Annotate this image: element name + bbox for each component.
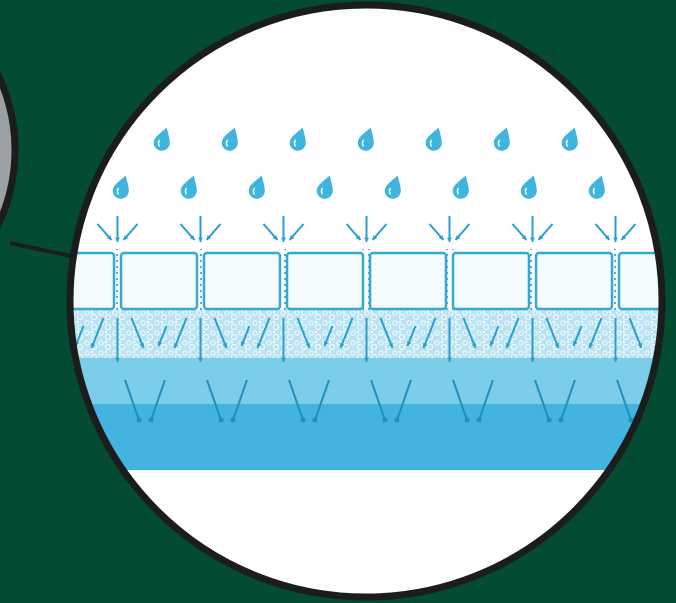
gravel-texture bbox=[60, 306, 676, 358]
joint-aggregate bbox=[446, 249, 454, 311]
joint-aggregate bbox=[529, 249, 537, 311]
joint-aggregate bbox=[280, 249, 288, 311]
paver-block bbox=[619, 253, 676, 309]
joint-aggregate bbox=[114, 249, 122, 311]
joint-aggregate bbox=[612, 249, 620, 311]
paver-block bbox=[453, 253, 529, 309]
upper-sub-base-layer bbox=[60, 358, 676, 404]
joint-aggregate bbox=[363, 249, 371, 311]
soil-base bbox=[60, 470, 676, 603]
magnifier-circle bbox=[38, 5, 676, 603]
arrow-icon bbox=[672, 318, 676, 348]
water-drop-icon bbox=[628, 125, 651, 153]
connector-line bbox=[10, 243, 76, 257]
paver-block bbox=[121, 253, 197, 309]
left-partial-circle bbox=[0, 0, 15, 325]
joint-aggregate bbox=[197, 249, 205, 311]
paver-block bbox=[204, 253, 280, 309]
paver-block bbox=[536, 253, 612, 309]
paver-block bbox=[370, 253, 446, 309]
paver-block bbox=[287, 253, 363, 309]
